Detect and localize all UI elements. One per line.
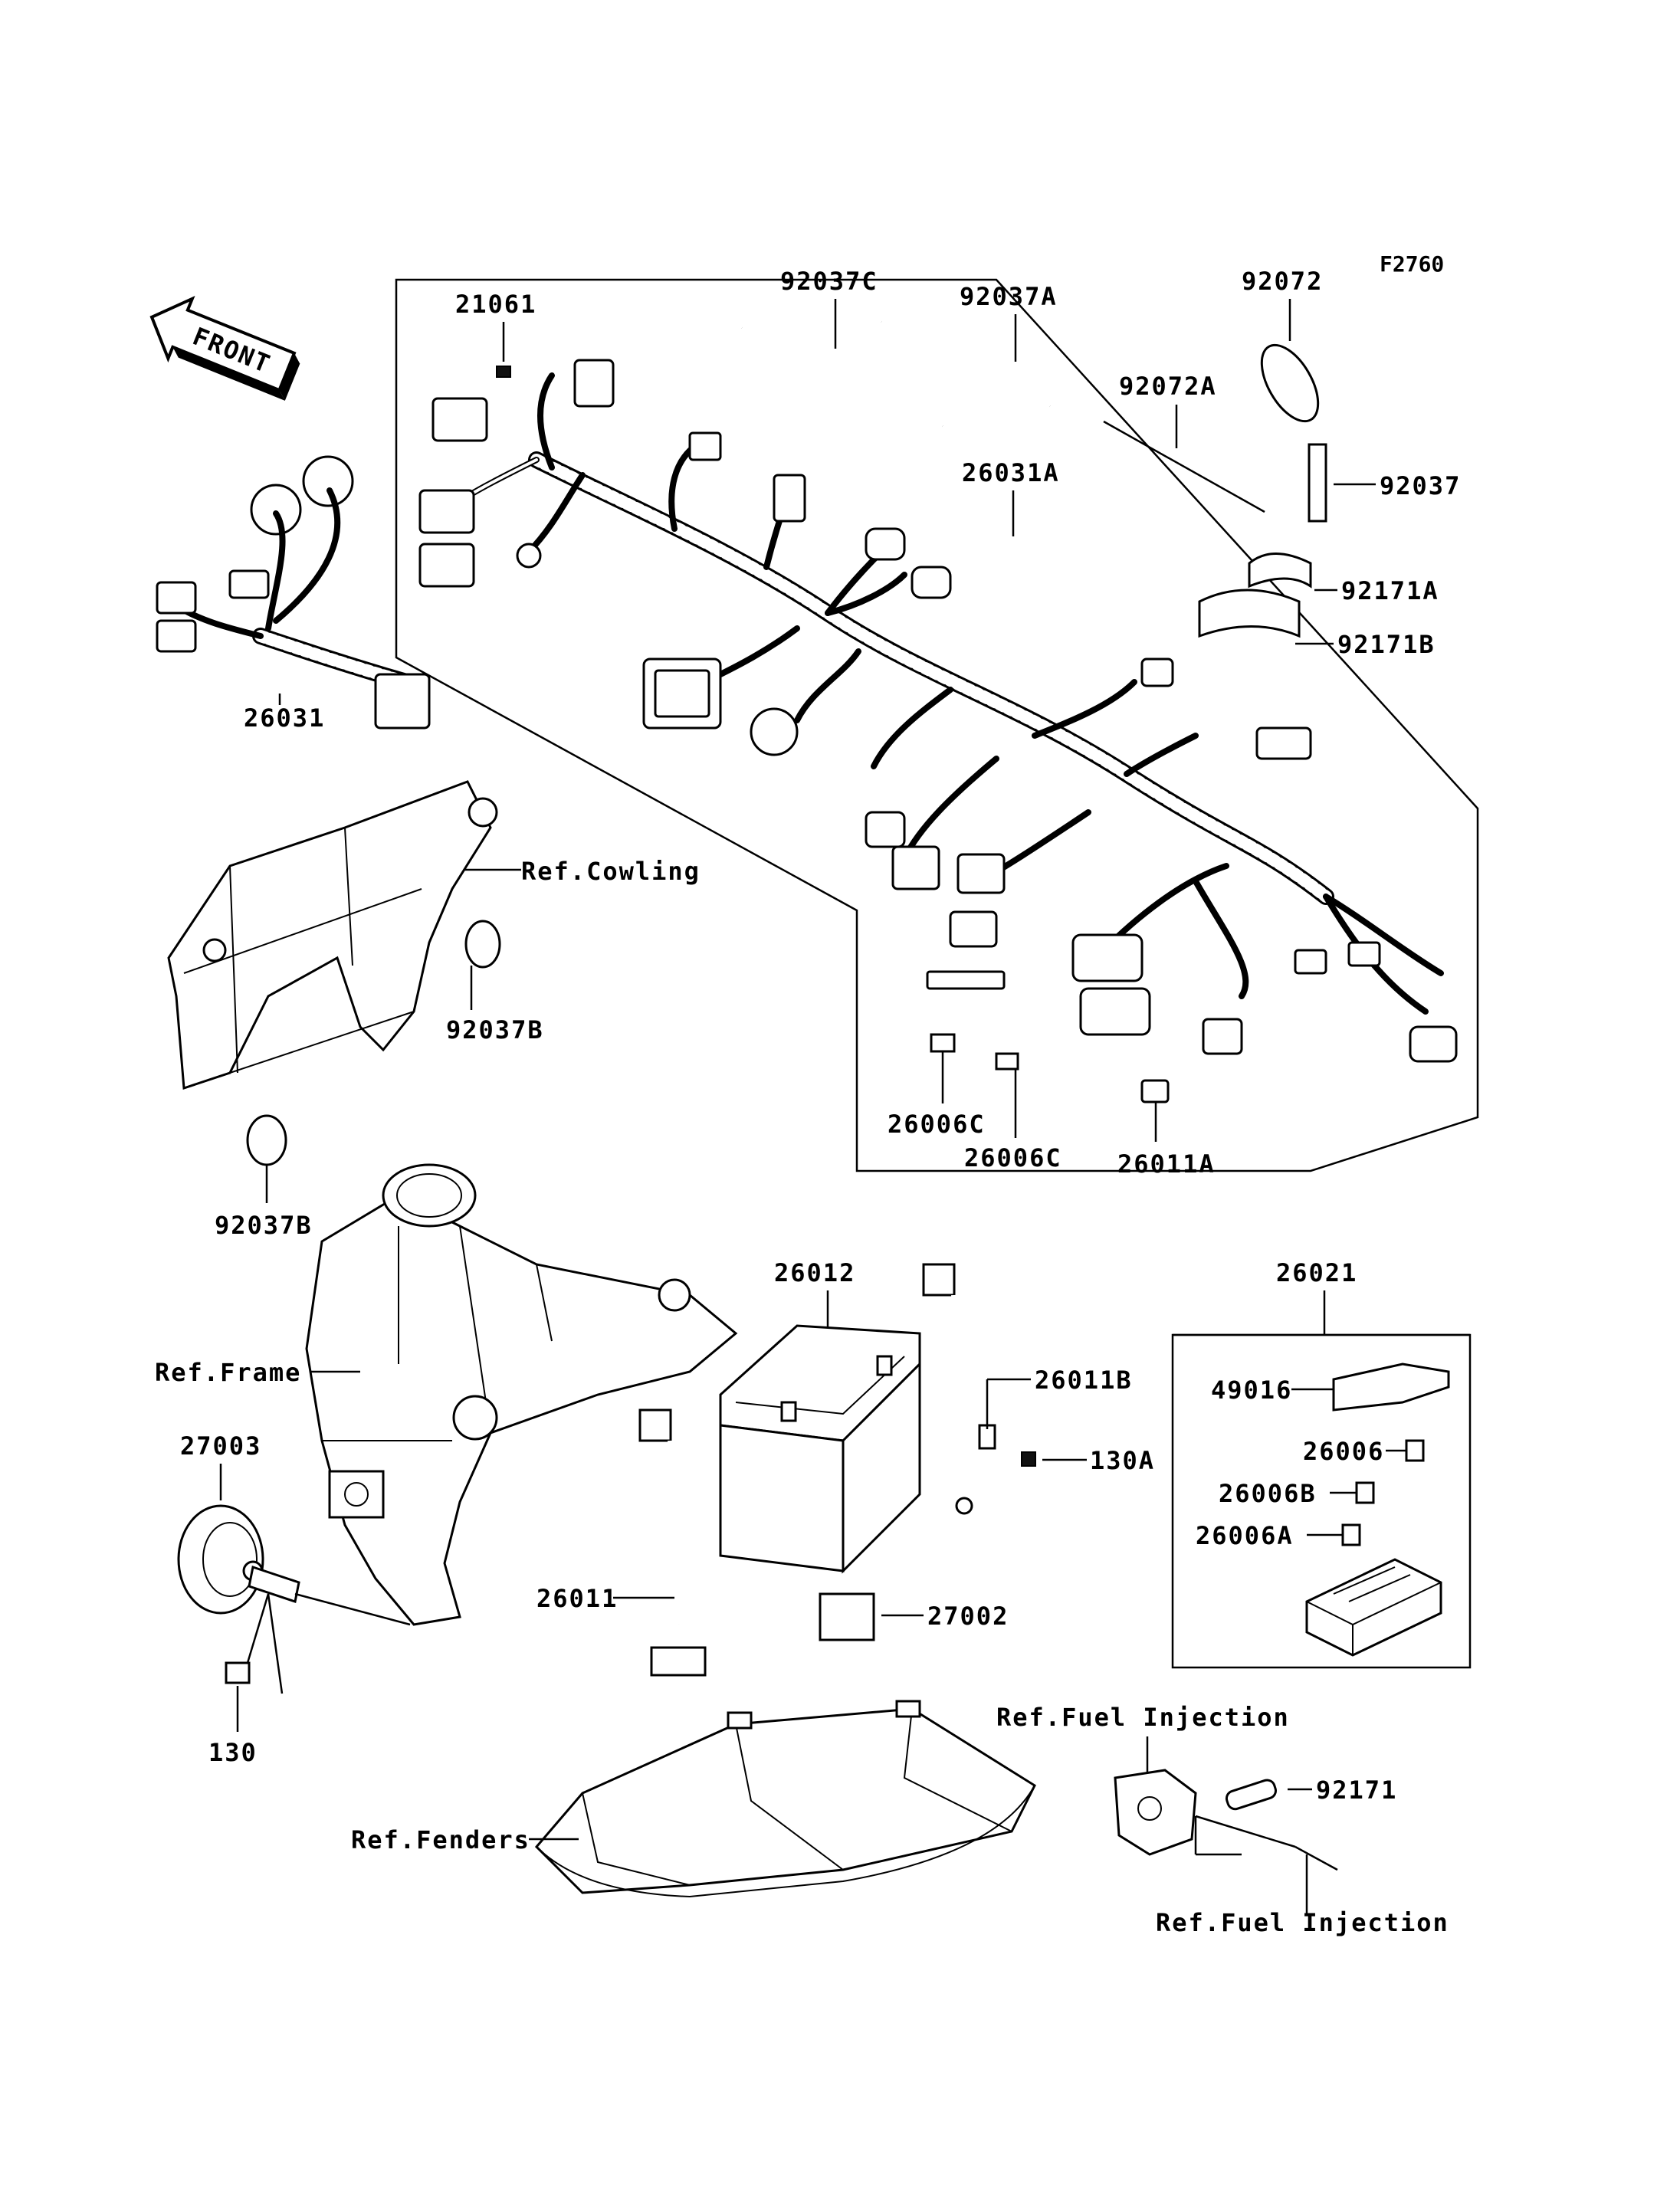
fuse-box-26021 [1305,1558,1442,1657]
clamp-92037 [1308,443,1327,523]
battery-cable-26011B [922,1263,996,1515]
strap-92037C [740,325,944,429]
label-26011B: 26011B [1035,1366,1133,1395]
figure-code: F2760 [1380,251,1444,277]
bolt-130 [225,1661,251,1684]
label-26011A: 26011A [1117,1149,1216,1179]
label-92037: 92037 [1380,471,1461,500]
ref-frame: Ref.Frame [155,1358,301,1387]
sub-harness-26031 [156,455,431,730]
main-harness-frame [395,278,1479,1172]
main-harness-drawing [418,359,1458,1103]
label-49016: 49016 [1211,1376,1292,1405]
ref-fuel-injection-1: Ref.Fuel Injection [996,1703,1290,1732]
fender-drawing [534,1700,1036,1898]
clamp-92037B-1 [464,920,501,969]
label-26006A: 26006A [1196,1521,1294,1550]
fuse-cover-49016 [1332,1362,1450,1412]
ref-fuel-injection-2: Ref.Fuel Injection [1156,1908,1449,1937]
cable-tie-92072 [1260,343,1320,423]
label-130: 130 [208,1738,258,1767]
ref-cowling: Ref.Cowling [521,857,701,886]
horn-27003 [177,1504,300,1615]
label-27003: 27003 [180,1431,261,1461]
label-92037C: 92037C [780,267,878,296]
fuse-box-group [1171,1333,1472,1669]
fuse-26006 [1405,1439,1425,1462]
label-92171A: 92171A [1341,576,1439,605]
clamp-92171A [1248,553,1312,589]
label-92037B-2: 92037B [215,1211,313,1240]
label-26006C-2: 26006C [964,1143,1062,1172]
label-92072: 92072 [1242,267,1323,296]
label-26006: 26006 [1303,1437,1384,1466]
label-92037A: 92037A [960,282,1058,311]
label-92037B-1: 92037B [446,1015,544,1044]
label-26012: 26012 [774,1258,855,1287]
relay-27002 [819,1592,875,1641]
label-92171: 92171 [1316,1776,1397,1805]
bolt-fuel-injection [1294,1845,1338,1871]
label-26021: 26021 [1276,1258,1357,1287]
battery-26012 [719,1324,921,1574]
frame-drawing [305,1163,738,1626]
label-27002: 27002 [927,1602,1009,1631]
label-92171B: 92171B [1337,630,1436,659]
label-26031A: 26031A [962,458,1060,487]
battery-cable-26011 [638,1408,707,1677]
clamp-92037B-2 [246,1114,287,1166]
label-26031: 26031 [244,703,325,733]
fuel-injection-sensor [1114,1769,1197,1856]
cable-tie-92072A [1103,420,1265,513]
label-26006B: 26006B [1219,1479,1317,1508]
bolt-130A [1021,1451,1036,1467]
fuse-26006A [1341,1523,1361,1546]
fuse-26006B [1355,1481,1375,1504]
ref-fenders: Ref.Fenders [351,1825,530,1854]
clamp-92171B [1198,589,1301,638]
label-130A: 130A [1090,1446,1155,1475]
cowling-stay-drawing [167,780,498,1090]
label-26011: 26011 [536,1584,618,1613]
label-92072A: 92072A [1119,372,1217,401]
strap-92037A [880,319,1052,409]
pin-92171 [1225,1779,1277,1811]
label-21061: 21061 [455,290,536,319]
front-arrow-icon: FRONT [149,295,300,401]
label-26006C-1: 26006C [888,1110,986,1139]
